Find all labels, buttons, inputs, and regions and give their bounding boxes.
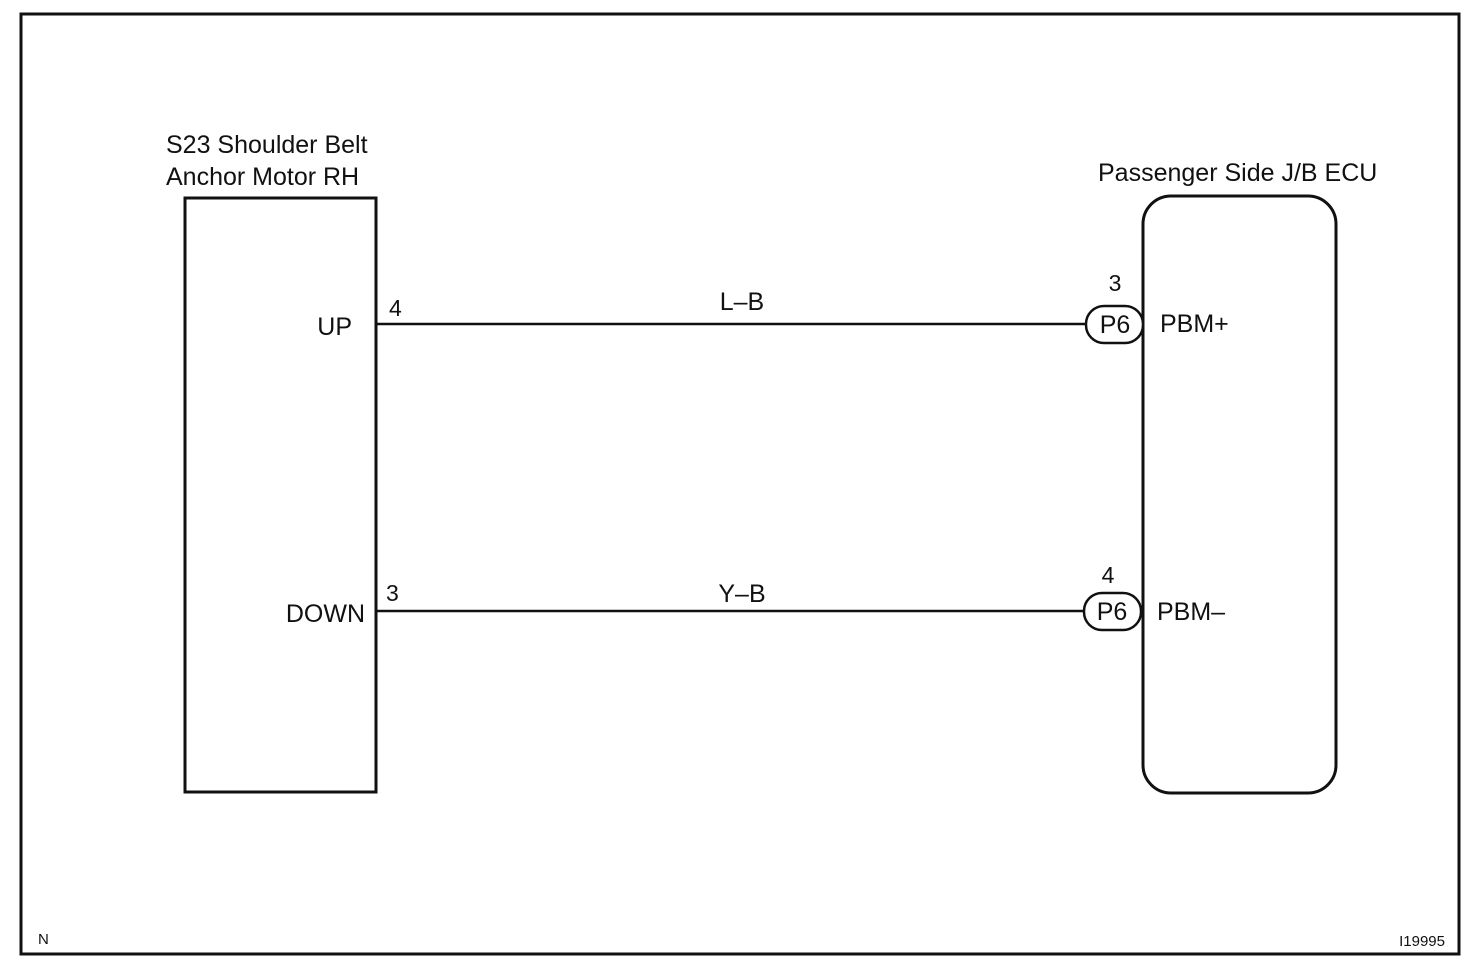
connector-label-bottom: P6	[1097, 598, 1128, 626]
corner-label-n: N	[38, 931, 49, 948]
connector-pin-number-top: 3	[1109, 270, 1122, 296]
pin-number-up: 4	[389, 295, 402, 321]
figure-id: I19995	[1399, 933, 1445, 950]
left-component-box	[183, 196, 378, 794]
right-component-title: Passenger Side J/B ECU	[1098, 159, 1377, 187]
terminal-label-up: UP	[317, 313, 352, 341]
connector-p6-top	[1084, 304, 1145, 345]
pin-number-down: 3	[386, 580, 399, 606]
terminal-label-pbm-minus: PBM–	[1157, 598, 1225, 626]
left-component-title-line2: Anchor Motor RH	[166, 163, 359, 191]
connector-label-top: P6	[1100, 311, 1131, 339]
terminal-label-down: DOWN	[286, 600, 365, 628]
right-component-box	[1141, 194, 1338, 795]
wire-color-code-up: L–B	[720, 288, 764, 316]
left-component-title-line1: S23 Shoulder Belt	[166, 131, 368, 159]
connector-pin-number-bottom: 4	[1102, 562, 1115, 588]
terminal-label-pbm-plus: PBM+	[1160, 310, 1229, 338]
outer-frame	[19, 12, 1461, 956]
wire-color-code-down: Y–B	[718, 580, 765, 608]
connector-p6-bottom	[1082, 591, 1143, 632]
